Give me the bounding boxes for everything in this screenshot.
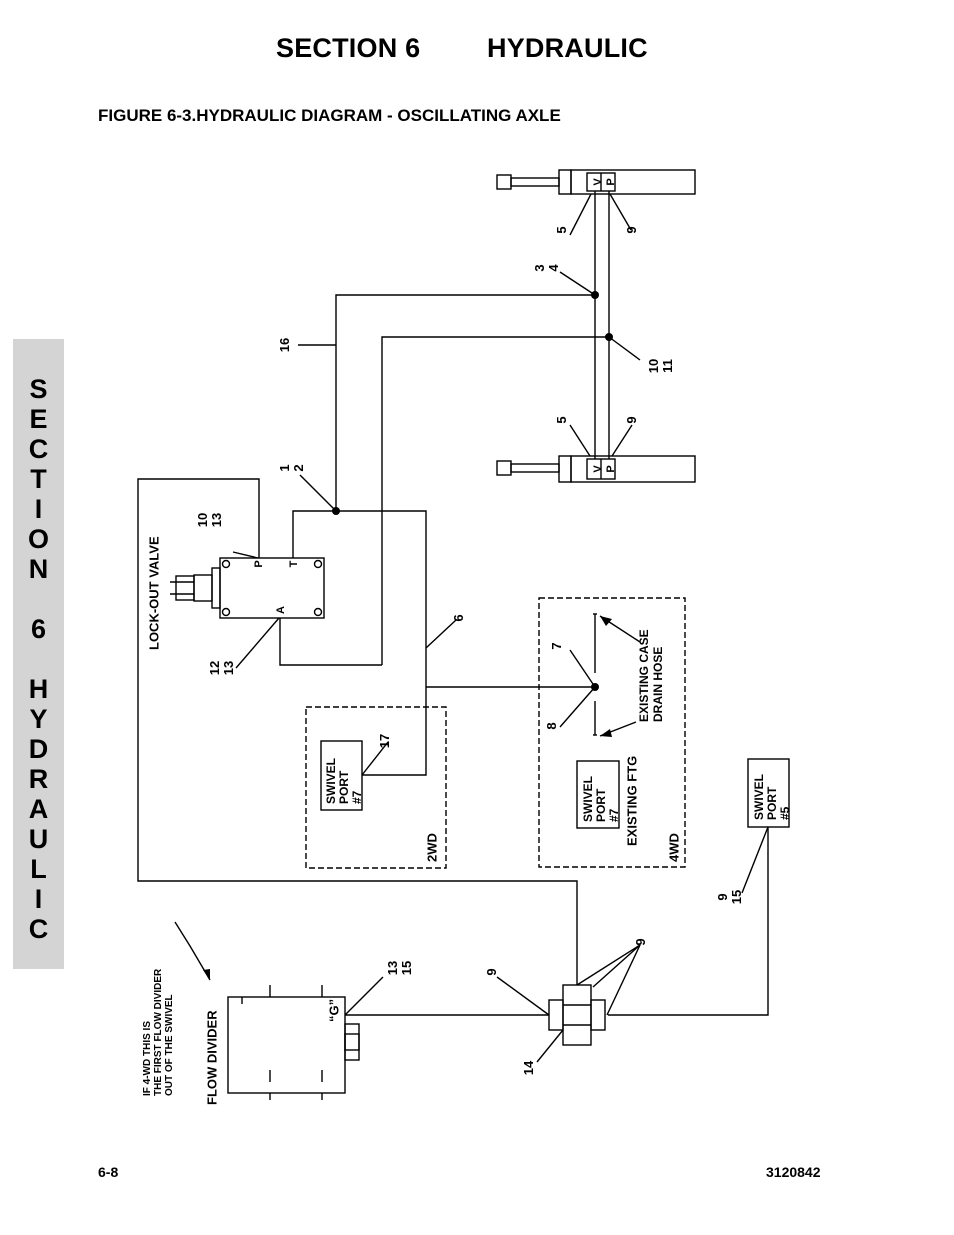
- callout-c5_top: 5: [554, 226, 569, 233]
- document-number: 3120842: [766, 1164, 821, 1180]
- port-letter-p-top: P: [605, 178, 617, 185]
- side-tab-letter: L: [30, 854, 47, 884]
- port-letter-p-valve: P: [253, 560, 265, 567]
- side-tab-letter: O: [27, 524, 49, 554]
- callout-c12: 12: [277, 464, 306, 471]
- side-tab-letter: I: [34, 494, 43, 524]
- callout-c16: 16: [277, 338, 292, 352]
- side-tab-letter: R: [28, 764, 49, 794]
- callout-c915: 915: [715, 890, 744, 904]
- port-letter-v-bot: V: [592, 465, 604, 473]
- port-letter-v-top: V: [592, 178, 604, 186]
- callout-c34: 34: [532, 264, 561, 272]
- flow-divider-body: [227, 985, 360, 1100]
- side-tab-letter: A: [28, 794, 49, 824]
- side-tab-letter: N: [28, 554, 49, 584]
- g-port-label: “G”: [327, 999, 342, 1022]
- side-tab-letter: C: [28, 914, 49, 944]
- port-letter-p-bot: P: [605, 465, 617, 472]
- side-tab-letter: D: [28, 734, 49, 764]
- swivel-port7-2wd-label: SWIVELPORT#7: [324, 758, 364, 804]
- callout-c6: 6: [451, 614, 466, 621]
- callout-c8: 8: [544, 722, 559, 729]
- box-2wd-frame: [305, 706, 447, 869]
- callout-c9_bot: 9: [624, 416, 639, 423]
- callout-c5_bot: 5: [554, 416, 569, 423]
- callout-c14: 14: [521, 1060, 536, 1075]
- side-tab-letter: I: [34, 884, 43, 914]
- section-number: SECTION 6: [276, 33, 421, 63]
- callout-c9_top: 9: [624, 226, 639, 233]
- flow-divider-note: IF 4-WD THIS ISTHE FIRST FLOW DIVIDEROUT…: [142, 968, 175, 1096]
- swivel-port7-4wd-label: SWIVELPORT#7: [581, 776, 621, 822]
- section-title: HYDRAULIC: [487, 33, 648, 63]
- callout-c9_right: 9: [633, 938, 648, 945]
- box-2wd-label: 2WD: [425, 833, 440, 862]
- swivel-port7-2wd-box: [320, 740, 363, 811]
- port-letter-a-valve: A: [275, 606, 287, 614]
- figure-title: FIGURE 6-3.HYDRAULIC DIAGRAM - OSCILLATI…: [98, 106, 561, 125]
- side-tab-letter: 6: [30, 614, 47, 644]
- callout-c1315: 1315: [385, 961, 414, 975]
- port-letter-t-valve: T: [288, 560, 300, 567]
- lockout-valve: [170, 557, 325, 619]
- swivel-port5-box: [747, 758, 790, 828]
- box-4wd-frame: [538, 597, 686, 868]
- swivel-port5-label: SWIVELPORT#5: [752, 774, 792, 820]
- side-tab-letter: Y: [29, 704, 48, 734]
- callout-c1213: 1213: [207, 661, 236, 675]
- page-number: 6-8: [98, 1164, 119, 1180]
- existing-case-drain-label: EXISTING CASEDRAIN HOSE: [637, 629, 665, 722]
- side-tab-letter: C: [28, 434, 49, 464]
- lower-axle-cylinder: [496, 455, 696, 483]
- flow-divider-label: FLOW DIVIDER: [205, 1010, 220, 1105]
- side-tab-letter: S: [29, 374, 48, 404]
- side-tab-letter: T: [30, 464, 47, 494]
- existing-ftg-label: EXISTING FTG: [625, 756, 640, 846]
- callout-c1011: 1011: [646, 359, 675, 373]
- lockout-valve-label: LOCK-OUT VALVE: [147, 536, 162, 650]
- callout-c17: 17: [377, 734, 392, 748]
- callout-c9_left: 9: [484, 968, 499, 975]
- callout-c1013: 1013: [195, 513, 224, 527]
- callout-c7: 7: [549, 642, 564, 649]
- side-tab-letter: H: [28, 674, 49, 704]
- upper-axle-cylinder: [496, 169, 696, 195]
- swivel-port7-4wd-box: [576, 760, 620, 829]
- box-4wd-label: 4WD: [667, 833, 682, 862]
- side-tab-letter: U: [28, 824, 49, 854]
- side-tab-letter: E: [29, 404, 48, 434]
